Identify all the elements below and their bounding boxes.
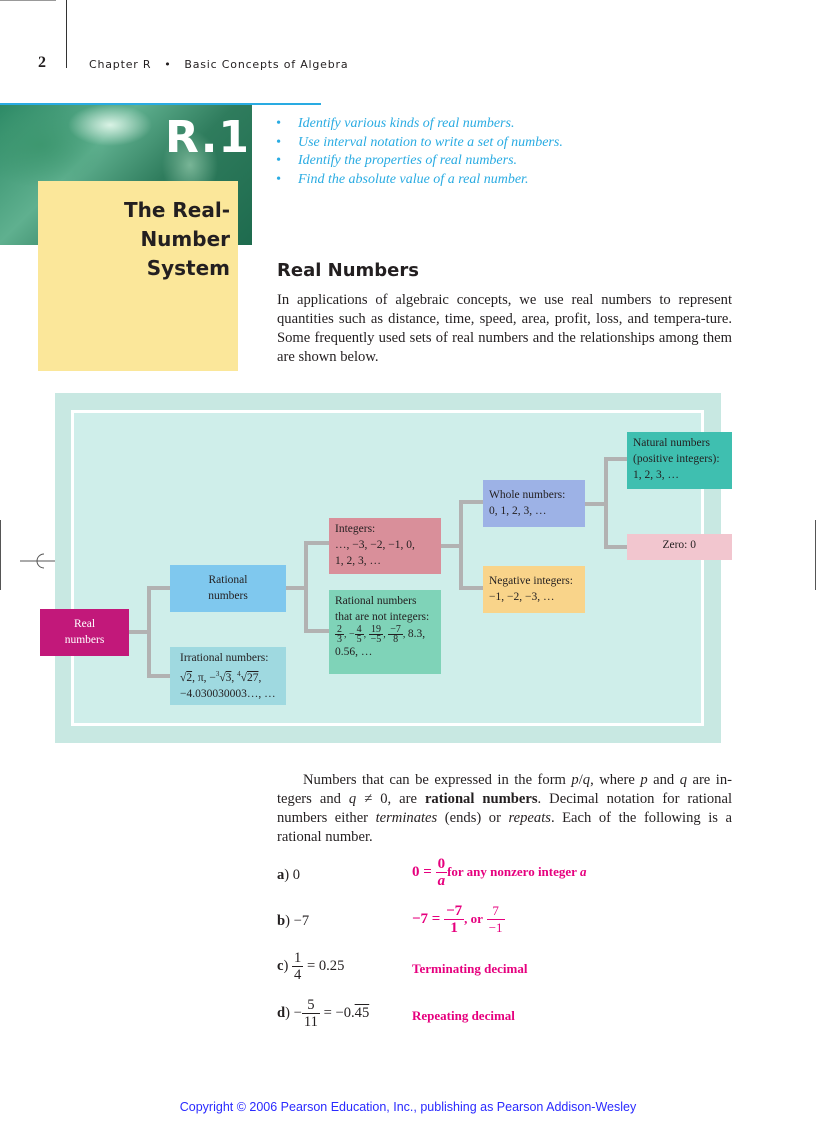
box-negative-integers: Negative integers: −1, −2, −3, …: [483, 566, 585, 613]
objective-item: •Identify various kinds of real numbers.: [276, 116, 515, 131]
section-number: R.1: [165, 112, 251, 163]
connector: [604, 545, 627, 549]
connector: [441, 544, 461, 548]
connector: [604, 457, 608, 549]
connector: [585, 502, 606, 506]
connector: [147, 674, 170, 678]
section-title: The Real-Number System: [50, 196, 230, 283]
example-c-note: Terminating decimal: [412, 961, 528, 976]
box-real-numbers: Real numbers: [40, 609, 129, 656]
running-head: Chapter R • Basic Concepts of Algebra: [89, 58, 349, 71]
connector: [459, 500, 463, 590]
connector: [147, 586, 170, 590]
intro-paragraph: In applications of algebraic concepts, w…: [277, 292, 732, 365]
example-a: a) 0: [277, 867, 301, 883]
box-integers: Integers: …, −3, −2, −1, 0, 1, 2, 3, …: [329, 518, 441, 574]
box-natural-numbers: Natural numbers (positive integers): 1, …: [627, 432, 732, 489]
example-b: b) −7: [277, 913, 310, 929]
box-irrational-numbers: Irrational numbers: √2, π, −3√3, 4√27, −…: [170, 647, 286, 705]
connector: [459, 586, 483, 590]
section-title-line1: The Real-Number: [123, 198, 230, 251]
connector: [304, 541, 329, 545]
section-title-line2: System: [146, 256, 230, 280]
rational-paragraph: Numbers that can be expressed in the for…: [277, 772, 733, 845]
box-whole-numbers: Whole numbers: 0, 1, 2, 3, …: [483, 480, 585, 527]
registration-mark-icon: [20, 553, 60, 569]
objective-item: •Use interval notation to write a set of…: [276, 134, 563, 150]
header-rule: [66, 0, 67, 68]
box-rational-numbers: Rational numbers: [170, 565, 286, 612]
objective-item: •Identify the properties of real numbers…: [276, 153, 518, 168]
connector: [129, 630, 149, 634]
page-number: 2: [38, 54, 46, 71]
section-title-box: [38, 181, 238, 371]
connector: [286, 586, 306, 590]
objective-item: •Find the absolute value of a real numbe…: [276, 171, 529, 187]
connector: [304, 629, 329, 633]
connector: [604, 457, 627, 461]
copyright-notice: Copyright © 2006 Pearson Education, Inc.…: [179, 1100, 637, 1114]
banner-rule: [0, 103, 321, 105]
connector: [459, 500, 483, 504]
trim-line-left: [0, 520, 1, 590]
box-rational-non-integers: Rational numbers that are not integers: …: [329, 590, 441, 674]
connector: [147, 586, 151, 678]
objectives-list: •Identify various kinds of real numbers.…: [276, 115, 563, 189]
crop-mark: [0, 0, 56, 1]
box-zero: Zero: 0: [627, 534, 732, 560]
connector: [304, 541, 308, 633]
example-d-note: Repeating decimal: [412, 1008, 515, 1023]
section-heading: Real Numbers: [277, 260, 419, 281]
irrational-examples: √2, π, −3√3, 4√27,: [180, 670, 262, 684]
